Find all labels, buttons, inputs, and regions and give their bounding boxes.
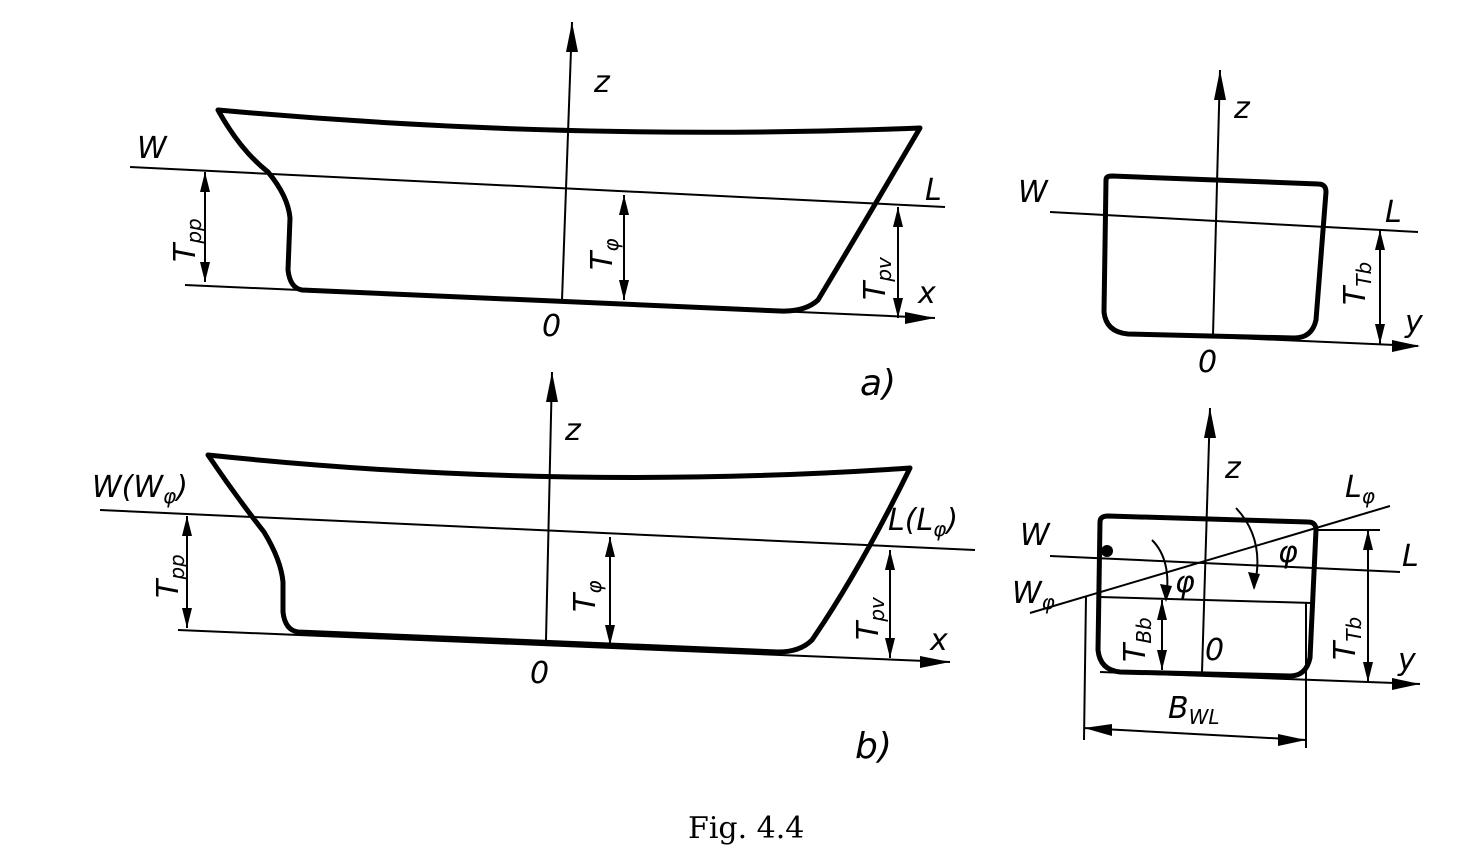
section-b-lphi-label: Lφ	[1345, 470, 1375, 508]
draft-fwd-arrow-top	[893, 207, 903, 227]
base-line	[184, 284, 936, 319]
section-y-arrowhead	[1392, 340, 1420, 352]
draft-tb-arrow-bottom	[1363, 662, 1373, 682]
section-outline	[1101, 173, 1329, 341]
draft-mid-b-arrow-bottom	[605, 625, 615, 645]
draft-aft-label: Tpp	[168, 218, 206, 262]
draft-tb-arrow-top	[1363, 530, 1373, 550]
panel-b-side-view: z x 0 W(Wφ) L(Lφ) Tpp Tφ Tpv b)	[92, 371, 976, 767]
section-base-line	[1119, 332, 1419, 347]
section-origin-label: 0	[1198, 345, 1217, 380]
beam-arrow-left	[1084, 724, 1112, 736]
beam-arrow-right	[1278, 734, 1306, 746]
draft-aft-b-arrow-top	[182, 516, 192, 536]
section-b-wphi-label: Wφ	[1012, 576, 1055, 614]
section-z-arrowhead	[1214, 70, 1226, 100]
panel-a-tag: a)	[860, 363, 896, 404]
section-b-y-arrowhead	[1392, 678, 1420, 690]
section-b-dot	[1101, 545, 1113, 557]
section-z-axis	[1212, 69, 1221, 336]
heel-angle-arc-right-arrow	[1248, 572, 1260, 590]
section-b-inner-line	[1099, 596, 1313, 604]
z-axis-b	[545, 371, 553, 641]
draft-bb-arrow-bottom	[1157, 650, 1167, 670]
section-b-base-line	[1099, 671, 1421, 685]
panel-b-tag: b)	[855, 726, 892, 767]
x-axis-arrowhead	[905, 312, 935, 324]
heel-angle-arc-left-arrow	[1160, 584, 1172, 602]
section-b-heeled-waterline	[1029, 505, 1391, 614]
x-axis-b-label: x	[929, 623, 948, 658]
figure-caption: Fig. 4.4	[688, 811, 804, 846]
z-axis-b-arrowhead	[546, 372, 558, 402]
x-axis-b-arrowhead	[920, 656, 950, 668]
draft-fwd-b-arrow-bottom	[885, 638, 895, 658]
section-b-z-axis	[1201, 407, 1211, 673]
waterline	[129, 166, 946, 208]
draft-fwd-label: Tpv	[858, 256, 896, 300]
section-b-w-label: W	[1020, 518, 1051, 553]
section-b-y-label: y	[1397, 643, 1417, 678]
section-b-waterline	[1049, 555, 1401, 573]
waterline-w-label: W	[137, 131, 168, 166]
z-axis-label: z	[593, 65, 611, 100]
waterline-l-label: L	[925, 173, 942, 208]
panel-b-section-view: z y 0 W L Wφ Lφ φ φ TBb	[1012, 407, 1421, 748]
draft-mid-b-label: Tφ	[568, 580, 606, 612]
draft-bb-arrow-top	[1157, 600, 1167, 620]
section-waterline	[1049, 211, 1419, 233]
draft-bb-label: TBb	[1118, 617, 1156, 662]
draft-aft-b-arrow-bottom	[182, 608, 192, 628]
waterline-b-w-label: W(Wφ)	[92, 470, 188, 508]
section-w-label: W	[1018, 175, 1049, 210]
beam-ext-left	[1083, 595, 1087, 741]
heel-angle-left-label: φ	[1175, 565, 1195, 600]
hull-outline	[215, 107, 923, 314]
draft-mid-arrow-top	[619, 195, 629, 215]
draft-aft-arrow-bottom	[200, 262, 210, 282]
section-draft-arrow-top	[1375, 230, 1385, 250]
draft-mid-label: Tφ	[585, 238, 623, 270]
section-l-label: L	[1385, 195, 1402, 230]
origin-b-label: 0	[530, 656, 549, 691]
panel-a-side-view: z x 0 W L Tpp Tφ Tpv a)	[129, 21, 946, 404]
section-b-outline	[1095, 513, 1319, 679]
section-b-z-arrowhead	[1204, 408, 1216, 438]
z-axis-b-label: z	[564, 413, 582, 448]
beam-dimension	[1083, 727, 1307, 741]
draft-fwd-arrow-bottom	[893, 298, 903, 318]
heel-angle-right-label: φ	[1278, 535, 1298, 570]
section-b-z-label: z	[1224, 451, 1242, 486]
hull-outline-b	[205, 452, 913, 655]
draft-mid-b-arrow-top	[605, 537, 615, 557]
draft-fwd-b-label: Tpv	[851, 596, 889, 640]
section-b-origin-label: 0	[1205, 633, 1224, 668]
section-draft-label: TTb	[1338, 262, 1376, 305]
section-z-label: z	[1233, 91, 1251, 126]
section-b-l-label: L	[1402, 539, 1419, 574]
waterline-b-l-label: L(Lφ)	[888, 503, 958, 541]
z-axis	[561, 21, 573, 301]
draft-mid-arrow-bottom	[619, 280, 629, 300]
z-axis-arrowhead	[566, 22, 578, 52]
draft-aft-arrow-top	[200, 172, 210, 192]
beam-label: BWL	[1168, 691, 1220, 729]
draft-fwd-b-arrow-top	[885, 550, 895, 570]
panel-a-section-view: z y 0 W L TTb	[1018, 69, 1424, 380]
draft-aft-b-label: Tpp	[151, 554, 189, 598]
section-draft-arrow-bottom	[1375, 324, 1385, 344]
waterline-b	[99, 509, 976, 551]
origin-label: 0	[542, 309, 561, 344]
base-line-b	[177, 629, 951, 663]
x-axis-label: x	[917, 276, 936, 311]
draft-tb-label: TTb	[1328, 617, 1366, 660]
section-y-label: y	[1404, 305, 1424, 340]
